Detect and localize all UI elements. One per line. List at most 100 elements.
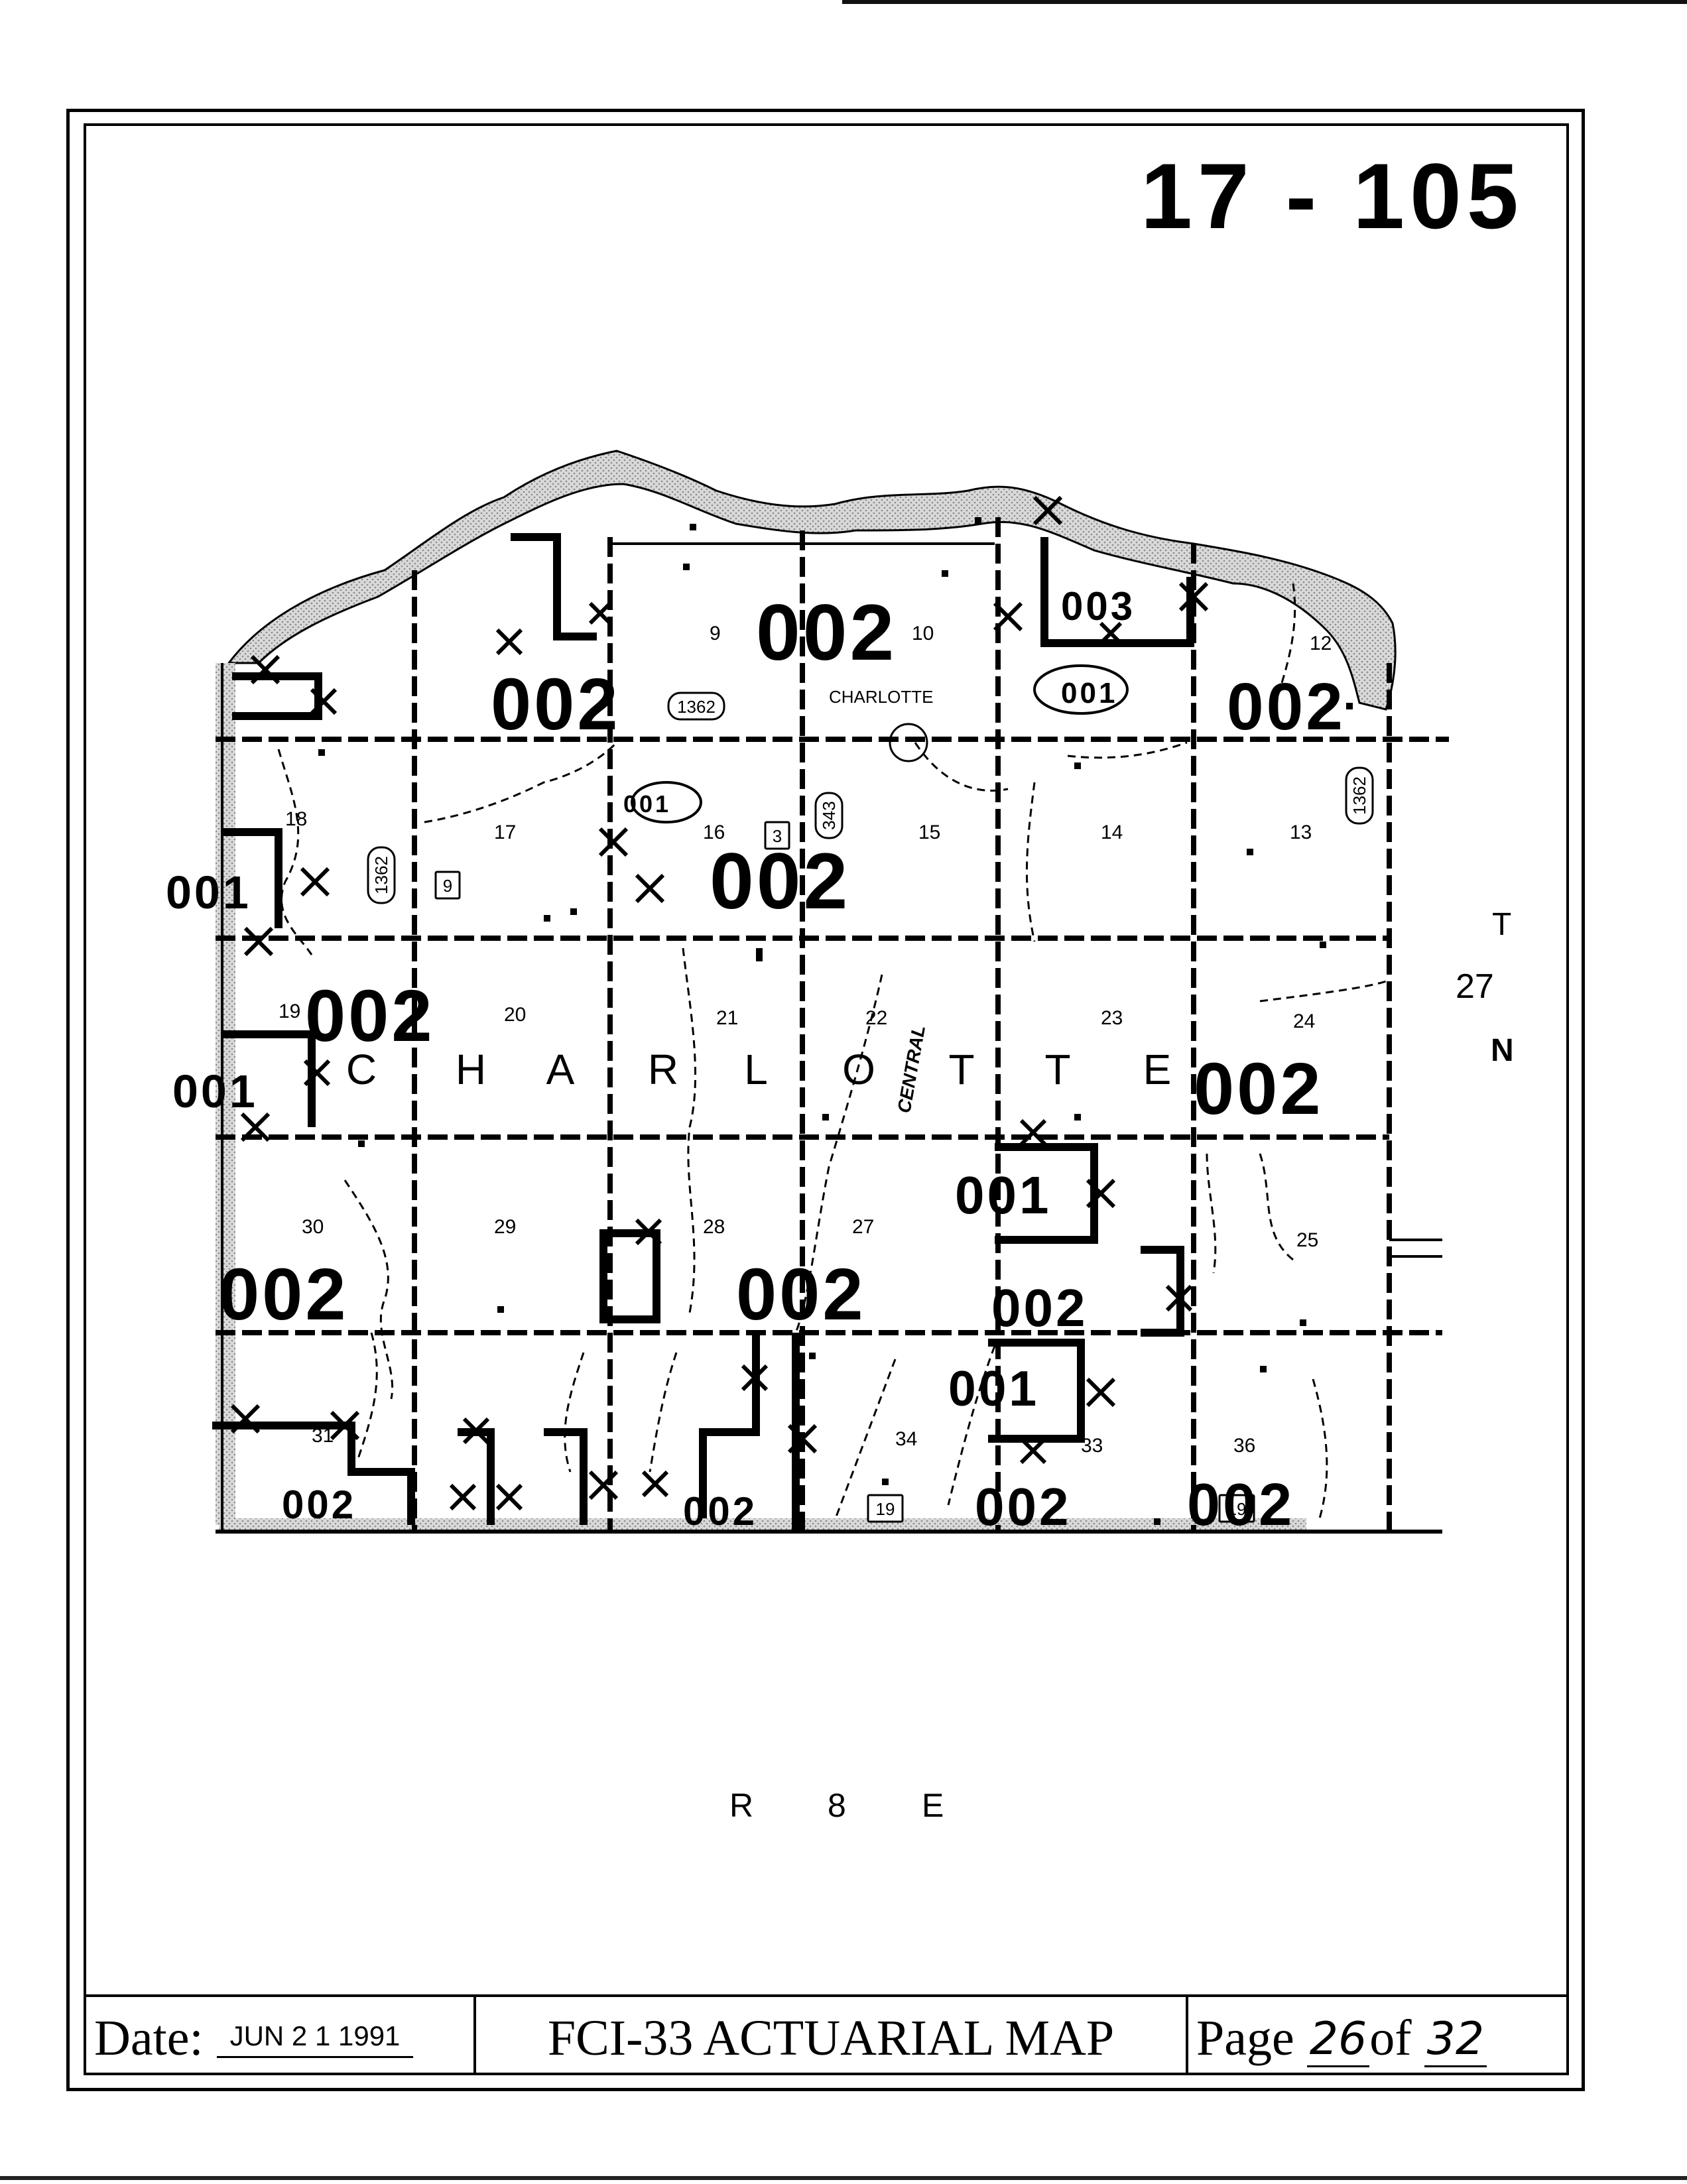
- section-number: 9: [710, 623, 721, 644]
- highway-shield-number: 1362: [677, 697, 716, 717]
- range-label: R: [729, 1787, 753, 1824]
- zone-code-label: 002: [1227, 670, 1345, 744]
- zone-code-label: 001: [166, 867, 251, 918]
- footer-title-cell: FCI-33 ACTUARIAL MAP: [476, 1997, 1188, 2073]
- zone-code-label: 001: [623, 790, 671, 818]
- zone-code-label: 002: [710, 837, 850, 926]
- section-number: 24: [1293, 1010, 1315, 1032]
- zone-code-label: 002: [219, 1254, 349, 1335]
- page-label: Page: [1196, 2010, 1294, 2066]
- zone-code-label: 002: [282, 1483, 356, 1527]
- township-name-letter: H: [456, 1046, 486, 1093]
- highway-shield-number: 1362: [1349, 776, 1369, 815]
- section-number: 14: [1101, 821, 1123, 843]
- zone-code-label: 002: [975, 1477, 1071, 1536]
- handwritten-circle-mark: [1033, 664, 1129, 715]
- building-dots: [318, 517, 1353, 1525]
- zone-code-label: 002: [736, 1254, 866, 1335]
- charlotte-town-circle: [889, 723, 928, 762]
- page-of: of: [1369, 2010, 1412, 2066]
- highway-shield-number: 1362: [371, 856, 391, 894]
- highway-shield-icon: [434, 871, 461, 900]
- section-number: 27: [852, 1216, 874, 1238]
- zone-code-label: 002: [305, 975, 435, 1057]
- section-number: 16: [703, 821, 725, 843]
- scan-edge-bottom: [0, 2176, 1687, 2180]
- inner-frame: [84, 123, 1569, 2075]
- central-road-label: CENTRAL: [893, 1024, 929, 1115]
- zone-code-label: 003: [1061, 584, 1135, 629]
- township-name-letter: L: [744, 1046, 768, 1093]
- outer-frame: [66, 109, 1585, 2091]
- section-number: 30: [302, 1216, 324, 1238]
- township-name-letter: R: [648, 1046, 678, 1093]
- township-number: 27: [1456, 967, 1494, 1006]
- highway-shield-number: 3: [773, 826, 782, 846]
- handwritten-circle-mark: [631, 781, 702, 823]
- highway-shield-number: 343: [819, 801, 839, 829]
- sheet-id: 17 - 105: [1141, 144, 1524, 248]
- township-name-letter: C: [346, 1046, 377, 1093]
- page-number: 26: [1306, 2013, 1370, 2067]
- x-marks: [230, 495, 1209, 1511]
- section-number: 10: [912, 623, 934, 644]
- zone-code-label: 002: [491, 664, 621, 745]
- zone-code-label: 001: [948, 1361, 1039, 1416]
- zone-code-label: 002: [1194, 1048, 1324, 1130]
- township-name-letter: T: [1044, 1046, 1070, 1093]
- highway-shield-icon: [814, 792, 844, 839]
- section-number: 36: [1233, 1435, 1255, 1457]
- range-number: 8: [828, 1787, 846, 1824]
- zone-code-label: 002: [1187, 1472, 1294, 1538]
- section-number: 34: [895, 1428, 917, 1450]
- township-label: T: [1492, 907, 1511, 942]
- range-direction: E: [922, 1787, 944, 1824]
- zone-code-label: 001: [172, 1065, 258, 1117]
- section-number: 28: [703, 1216, 725, 1238]
- township-name-letter: A: [546, 1046, 575, 1093]
- section-number: 17: [494, 821, 516, 843]
- streams: [277, 583, 1387, 1519]
- footer-date-cell: Date: JUN 2 1 1991: [86, 1997, 476, 2073]
- date-label: Date:: [94, 2010, 204, 2066]
- map-title: FCI-33 ACTUARIAL MAP: [547, 2010, 1115, 2066]
- township-name-letter: O: [842, 1046, 875, 1093]
- zone-code-label: 002: [683, 1489, 757, 1534]
- section-number: 25: [1296, 1229, 1318, 1251]
- north-boundary: [226, 450, 1397, 711]
- zone-boundaries: [212, 533, 1194, 1532]
- highway-shield-icon: [1218, 1494, 1255, 1523]
- zone-code-label: 001: [955, 1166, 1051, 1225]
- place-name-charlotte: CHARLOTTE: [829, 687, 933, 707]
- page-total: 32: [1424, 2013, 1487, 2067]
- section-number: 29: [494, 1216, 516, 1238]
- highway-shield-number: 19: [1227, 1499, 1247, 1519]
- west-stipple: [216, 663, 235, 1525]
- highway-shield-icon: [1345, 766, 1374, 825]
- highway-shield-number: 19: [876, 1499, 895, 1519]
- scan-edge-top: [842, 0, 1687, 4]
- highway-shield-icon: [867, 1494, 904, 1523]
- township-direction: N: [1491, 1033, 1514, 1068]
- section-number: 23: [1101, 1007, 1123, 1029]
- highway-shield-number: 9: [443, 876, 452, 896]
- section-number: 33: [1081, 1435, 1103, 1457]
- section-number: 20: [504, 1004, 526, 1026]
- section-number: 12: [1310, 633, 1332, 654]
- date-value: JUN 2 1 1991: [216, 2020, 414, 2058]
- zone-code-label: 002: [756, 588, 897, 677]
- section-number: 15: [918, 821, 940, 843]
- section-number: 21: [716, 1007, 738, 1029]
- section-grid: [216, 517, 1449, 1534]
- zone-code-label: 002: [991, 1278, 1088, 1337]
- section-number: 18: [285, 808, 307, 830]
- section-number: 19: [279, 1001, 300, 1022]
- highway-shield-icon: [367, 846, 396, 904]
- section-number: 31: [312, 1425, 334, 1447]
- highway-shield-icon: [764, 821, 790, 850]
- township-name-letter: T: [948, 1046, 974, 1093]
- zone-code-label: 001: [1061, 677, 1117, 709]
- section-number: 13: [1290, 821, 1312, 843]
